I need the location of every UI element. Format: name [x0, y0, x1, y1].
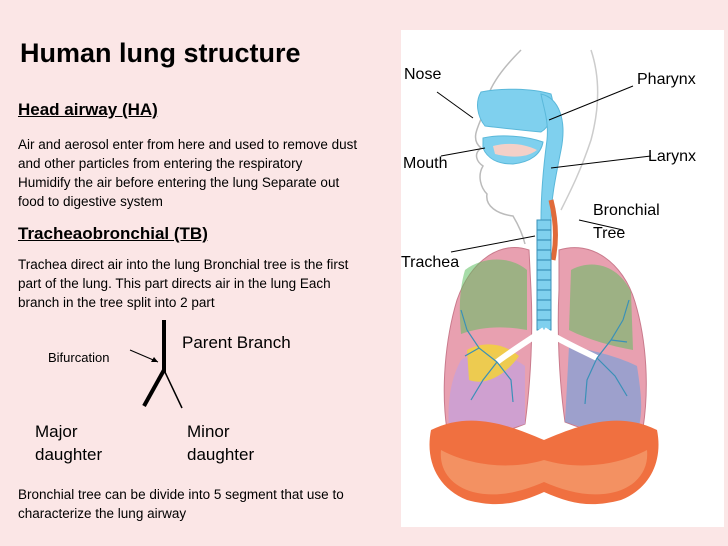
- minor-daughter-label-line2: daughter: [187, 445, 254, 465]
- head-airway-heading: Head airway (HA): [18, 100, 158, 120]
- mouth-label: Mouth: [403, 155, 447, 173]
- page-title: Human lung structure: [20, 38, 301, 69]
- head-airway-text: Air and aerosol enter from here and used…: [18, 135, 358, 211]
- neck-back-outline: [561, 50, 598, 210]
- major-daughter-label-line1: Major: [35, 422, 78, 442]
- minor-daughter-line: [164, 370, 182, 408]
- trachea-tube: [537, 220, 551, 330]
- larynx-label: Larynx: [648, 148, 696, 166]
- tracheobronchial-text: Trachea direct air into the lung Bronchi…: [18, 255, 358, 312]
- right-upper-lobe: [460, 260, 527, 335]
- bronchial-tree-label-line1: Bronchial: [593, 202, 660, 220]
- parent-branch-label: Parent Branch: [182, 333, 291, 353]
- major-daughter-line: [144, 370, 164, 406]
- minor-daughter-label-line1: Minor: [187, 422, 230, 442]
- pharynx-label: Pharynx: [637, 71, 696, 89]
- footer-text: Bronchial tree can be divide into 5 segm…: [18, 485, 348, 523]
- bronchial-tree-label-line2: Tree: [593, 225, 625, 243]
- tracheobronchial-heading: Tracheaobronchial (TB): [18, 224, 208, 244]
- anatomy-panel: [401, 30, 724, 527]
- major-daughter-label-line2: daughter: [35, 445, 102, 465]
- nose-label: Nose: [404, 66, 441, 84]
- trachea-label: Trachea: [401, 254, 459, 272]
- lung-anatomy-illustration: [401, 30, 724, 527]
- esophagus: [551, 200, 555, 260]
- bifurcation-label: Bifurcation: [48, 350, 109, 365]
